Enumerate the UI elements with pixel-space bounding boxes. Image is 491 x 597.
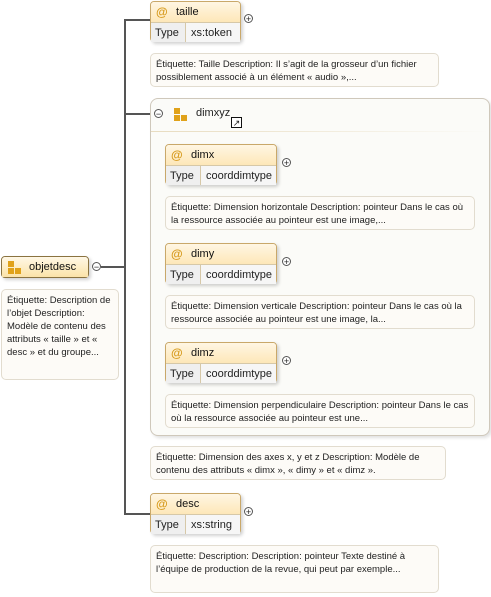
attribute-dimy-node[interactable]: @ dimy Type coorddimtype bbox=[165, 243, 277, 284]
dimz-description: Étiquette: Dimension perpendiculaire Des… bbox=[165, 394, 475, 428]
connector-taille bbox=[124, 19, 150, 21]
connector-root bbox=[101, 266, 125, 268]
link-icon[interactable]: ↗ bbox=[231, 117, 242, 128]
type-label: Type bbox=[151, 515, 186, 534]
attribute-name: dimx bbox=[191, 149, 215, 161]
connector-desc bbox=[124, 513, 150, 515]
expand-dimx-icon[interactable]: + bbox=[282, 158, 291, 168]
taille-description: Étiquette: Taille Description: Il s’agit… bbox=[150, 53, 439, 87]
type-label: Type bbox=[151, 23, 186, 42]
attribute-desc-node[interactable]: @ desc Type xs:string bbox=[150, 493, 241, 534]
collapse-group-icon[interactable]: − bbox=[154, 109, 163, 119]
type-value: xs:token bbox=[186, 23, 240, 42]
root-description: Étiquette: Description de l’objet Descri… bbox=[1, 289, 119, 380]
attribute-icon: @ bbox=[171, 346, 183, 360]
collapse-root-icon[interactable]: − bbox=[92, 262, 101, 272]
attribute-icon: @ bbox=[171, 247, 183, 261]
attribute-name: dimz bbox=[191, 347, 215, 359]
desc-description: Étiquette: Description: Description: poi… bbox=[150, 545, 439, 593]
dimy-description: Étiquette: Dimension verticale Descripti… bbox=[165, 295, 475, 329]
root-element-node[interactable]: objetdesc bbox=[1, 256, 89, 278]
expand-desc-icon[interactable]: + bbox=[244, 507, 253, 517]
connector-group bbox=[124, 113, 150, 115]
expand-dimz-icon[interactable]: + bbox=[282, 356, 291, 366]
group-icon bbox=[173, 107, 187, 121]
type-label: Type bbox=[166, 265, 201, 284]
group-header-rule bbox=[151, 131, 489, 132]
expand-taille-icon[interactable]: + bbox=[244, 14, 253, 24]
group-name: dimxyz bbox=[196, 107, 231, 119]
type-label: Type bbox=[166, 364, 201, 383]
attribute-icon: @ bbox=[156, 497, 168, 511]
attribute-dimz-node[interactable]: @ dimz Type coorddimtype bbox=[165, 342, 277, 383]
type-value: coorddimtype bbox=[201, 265, 276, 284]
attribute-taille-node[interactable]: @ taille Type xs:token bbox=[150, 1, 241, 42]
attribute-name: taille bbox=[176, 6, 199, 18]
attribute-icon: @ bbox=[156, 5, 168, 19]
group-description: Étiquette: Dimension des axes x, y et z … bbox=[150, 446, 446, 480]
dimx-description: Étiquette: Dimension horizontale Descrip… bbox=[165, 196, 475, 230]
root-element-name: objetdesc bbox=[29, 261, 77, 273]
element-icon bbox=[7, 260, 21, 274]
type-label: Type bbox=[166, 166, 201, 185]
connector-trunk bbox=[124, 19, 126, 514]
type-value: coorddimtype bbox=[201, 166, 276, 185]
type-value: xs:string bbox=[186, 515, 240, 534]
attribute-name: desc bbox=[176, 498, 200, 510]
attribute-name: dimy bbox=[191, 248, 215, 260]
expand-dimy-icon[interactable]: + bbox=[282, 257, 291, 267]
type-value: coorddimtype bbox=[201, 364, 276, 383]
attribute-icon: @ bbox=[171, 148, 183, 162]
attribute-dimx-node[interactable]: @ dimx Type coorddimtype bbox=[165, 144, 277, 185]
